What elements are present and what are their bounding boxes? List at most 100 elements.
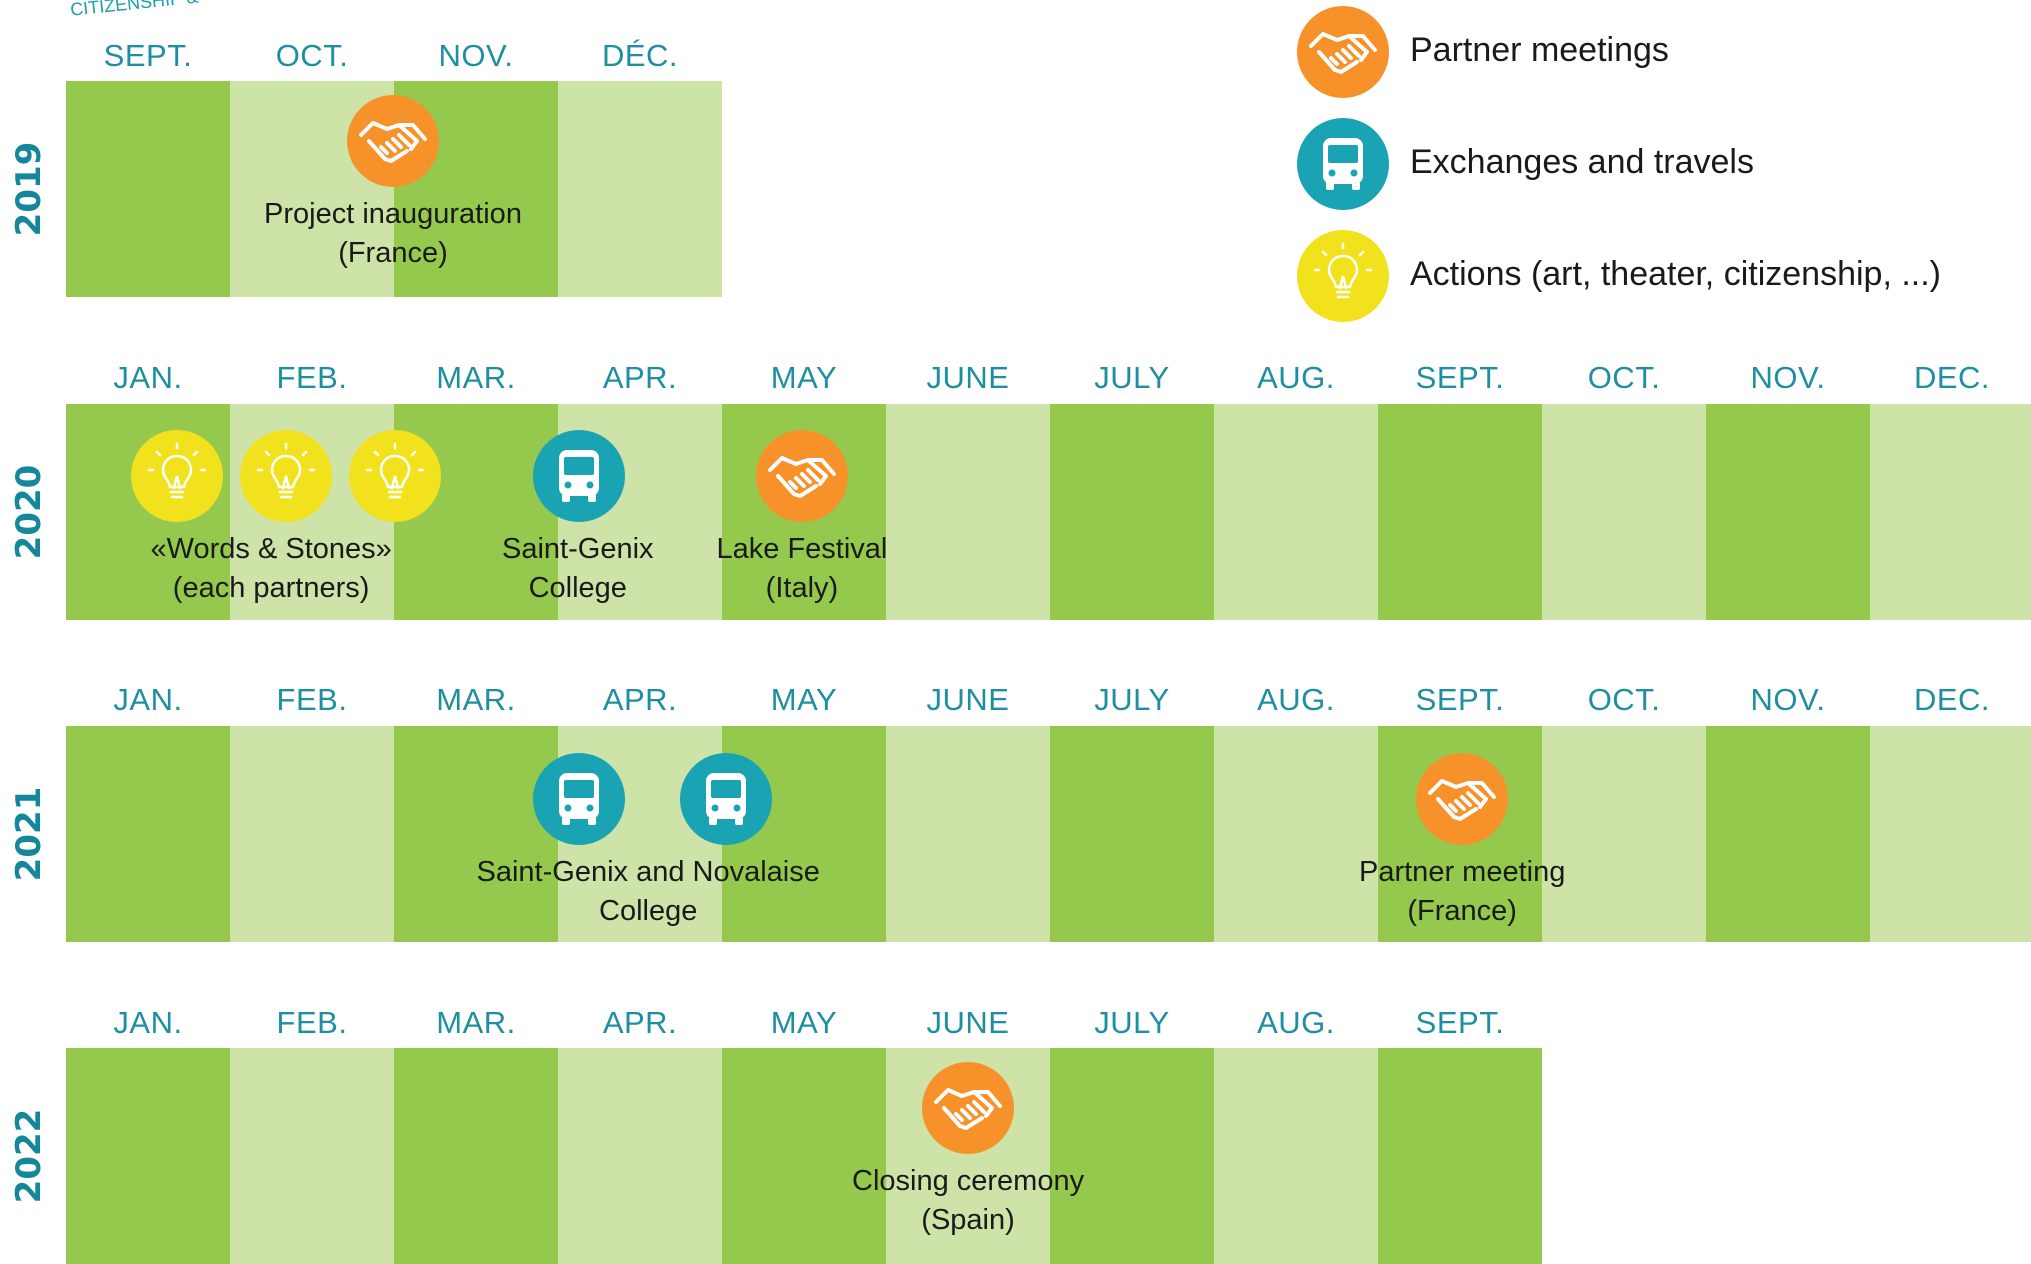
month-label: SEPT.: [1415, 1005, 1505, 1040]
event-caption-line: College: [528, 572, 627, 604]
bus-icon: [1297, 118, 1389, 210]
month-cell: [66, 81, 230, 297]
lightbulb-icon: [131, 430, 223, 522]
handshake-icon: [1416, 753, 1508, 845]
month-label: JUNE: [926, 360, 1010, 395]
event-caption-line: (Italy): [765, 572, 839, 604]
month-cell: [1870, 404, 2031, 620]
month-cell: [886, 726, 1050, 942]
month-cell: [886, 404, 1050, 620]
month-label: JAN.: [113, 360, 183, 395]
month-label: MAY: [770, 360, 838, 395]
event-caption-line: College: [599, 895, 698, 927]
month-cell: [1050, 726, 1214, 942]
month-cell: [558, 1048, 722, 1264]
month-label: JUNE: [926, 1005, 1010, 1040]
month-cell: [1214, 1048, 1378, 1264]
month-label: SEPT.: [103, 38, 193, 73]
month-label: FEB.: [276, 360, 348, 395]
month-cell: [1214, 726, 1378, 942]
handshake-icon: [922, 1062, 1014, 1154]
month-label: OCT.: [1587, 360, 1661, 395]
event-caption-line: Saint-Genix and Novalaise: [476, 856, 820, 888]
month-label: NOV.: [1750, 360, 1826, 395]
month-cell: [722, 1048, 886, 1264]
month-label: FEB.: [276, 682, 348, 717]
handshake-icon: [1297, 6, 1389, 98]
month-cell: [1706, 404, 1870, 620]
legend-label: Actions (art, theater, citizenship, ...): [1410, 255, 1942, 293]
month-label: JUNE: [926, 682, 1010, 717]
bus-icon: [533, 430, 625, 522]
month-cell: [66, 726, 230, 942]
legend-label: Partner meetings: [1410, 31, 1669, 69]
year-label: 2022: [9, 1108, 49, 1204]
month-label: AUG.: [1257, 1005, 1335, 1040]
month-label: MAY: [770, 1005, 838, 1040]
month-label: APR.: [602, 1005, 678, 1040]
legend-label: Exchanges and travels: [1410, 143, 1754, 181]
month-label: OCT.: [275, 38, 349, 73]
month-label: JULY: [1094, 1005, 1170, 1040]
month-cell: [558, 81, 722, 297]
month-cell: [1214, 404, 1378, 620]
year-label: 2019: [9, 141, 49, 237]
month-cell: [1378, 1048, 1542, 1264]
bus-icon: [533, 753, 625, 845]
year-label: 2020: [9, 464, 49, 560]
month-label: APR.: [602, 360, 678, 395]
event-caption-line: Closing ceremony: [852, 1165, 1085, 1197]
month-label: NOV.: [1750, 682, 1826, 717]
handshake-icon: [756, 430, 848, 522]
event-caption-line: Saint-Genix: [502, 533, 654, 565]
month-label: APR.: [602, 682, 678, 717]
event-caption-line: Lake Festival: [716, 533, 888, 565]
event-caption-line: (France): [1407, 895, 1517, 927]
event-caption: Closing ceremony (Spain): [852, 1162, 1084, 1240]
month-label: JULY: [1094, 360, 1170, 395]
month-cell: [1050, 404, 1214, 620]
month-label: JAN.: [113, 1005, 183, 1040]
handshake-icon: [347, 95, 439, 187]
month-label: OCT.: [1587, 682, 1661, 717]
event-caption: Partner meeting (France): [1359, 853, 1565, 931]
month-cell: [1706, 726, 1870, 942]
lightbulb-icon: [349, 430, 441, 522]
month-label: MAR.: [436, 360, 516, 395]
event-caption-line: Project inauguration: [264, 198, 522, 230]
bus-icon: [680, 753, 772, 845]
month-label: MAR.: [436, 1005, 516, 1040]
month-label: FEB.: [276, 1005, 348, 1040]
month-label: AUG.: [1257, 682, 1335, 717]
event-caption-line: Partner meeting: [1359, 856, 1566, 888]
month-cell: [1870, 726, 2031, 942]
logo-fragment: CITIZENSHIP &: [69, 0, 200, 20]
month-cell: [230, 726, 394, 942]
month-cell: [1378, 404, 1542, 620]
month-label: DEC.: [1913, 360, 1991, 395]
event-caption-line: (France): [338, 237, 448, 269]
month-label: MAR.: [436, 682, 516, 717]
month-label: NOV.: [438, 38, 514, 73]
month-label: MAY: [770, 682, 838, 717]
month-label: JAN.: [113, 682, 183, 717]
event-caption-line: (Spain): [921, 1204, 1015, 1236]
month-cell: [230, 1048, 394, 1264]
month-cell: [1050, 1048, 1214, 1264]
month-label: SEPT.: [1415, 360, 1505, 395]
month-cell: [394, 1048, 558, 1264]
event-caption: Lake Festival (Italy): [717, 530, 888, 608]
event-caption: Project inauguration (France): [264, 195, 522, 273]
lightbulb-icon: [1297, 230, 1389, 322]
month-label: AUG.: [1257, 360, 1335, 395]
month-label: DÉC.: [601, 38, 679, 73]
year-label: 2021: [9, 786, 49, 882]
lightbulb-icon: [240, 430, 332, 522]
event-caption-line: (each partners): [172, 572, 370, 604]
month-label: SEPT.: [1415, 682, 1505, 717]
event-caption: «Words & Stones»(each partners): [151, 530, 392, 608]
month-cell: [1542, 404, 1706, 620]
